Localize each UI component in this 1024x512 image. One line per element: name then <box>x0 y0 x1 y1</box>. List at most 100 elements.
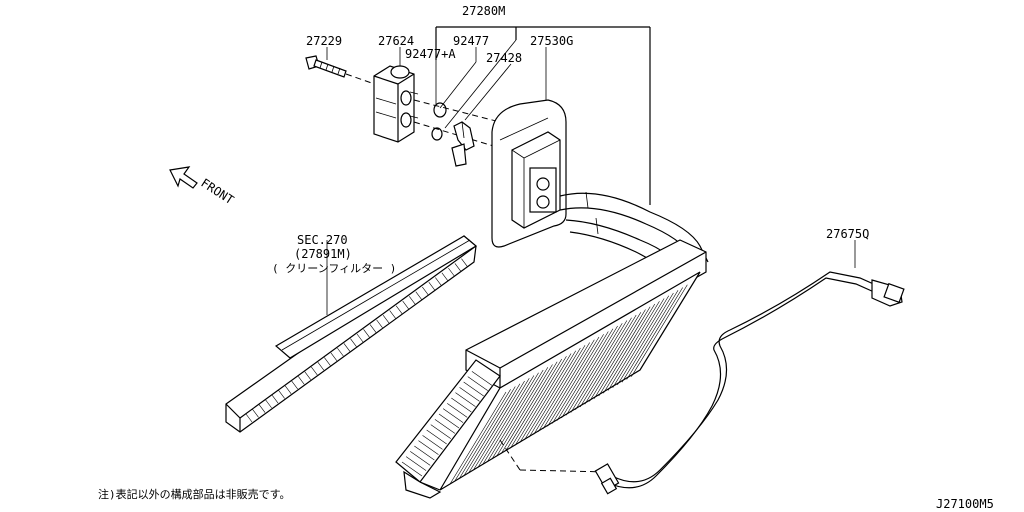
hatch-line <box>461 258 468 267</box>
hatch-line <box>472 378 530 471</box>
hatch-line <box>454 263 462 272</box>
hatch-line <box>401 461 423 477</box>
thermo-sensor <box>594 271 905 495</box>
hatch-line <box>438 413 460 429</box>
evaporator-fins <box>401 284 688 485</box>
hatch-line <box>612 295 670 388</box>
hatch-line <box>505 358 563 452</box>
hatch-line <box>317 362 325 371</box>
hatch-line <box>542 336 600 430</box>
hatch-line <box>496 364 553 457</box>
hatch-line <box>284 385 292 394</box>
hatch-line <box>442 408 464 423</box>
leader-lines <box>326 39 856 315</box>
hatch-line <box>598 303 656 397</box>
hatch-line <box>434 419 456 434</box>
hatch-line <box>491 367 549 460</box>
hatch-line <box>265 399 272 409</box>
hatch-line <box>617 292 674 386</box>
hatch-line <box>405 456 427 471</box>
label-27530G: 27530G <box>530 34 573 48</box>
hatch-line <box>451 397 472 413</box>
hatch-line <box>245 413 253 423</box>
hatch-line <box>471 371 493 386</box>
hatch-line <box>356 333 364 343</box>
hatch-line <box>435 277 442 286</box>
hatch-line <box>428 282 436 291</box>
hatch-line <box>408 296 416 305</box>
label-27624: 27624 <box>378 34 414 48</box>
hatch-line <box>271 394 279 404</box>
hatch-line <box>343 343 351 352</box>
expansion-valve <box>373 65 501 149</box>
hatch-line <box>621 290 679 383</box>
label-clean-filter: ( クリーンフィルター ) <box>272 262 396 275</box>
hatch-line <box>304 371 312 380</box>
hatch-line <box>482 372 539 465</box>
hatch-line <box>570 320 628 413</box>
hatch-line <box>415 291 423 300</box>
hatch-line <box>514 353 572 446</box>
hatch-line <box>561 325 618 419</box>
hatch-line <box>467 376 488 391</box>
pipe-flange-assembly <box>491 99 709 277</box>
hatch-line <box>422 435 443 450</box>
hatch-line <box>579 314 637 408</box>
diagram-id: J27100M5 <box>936 497 994 511</box>
hatch-line <box>389 310 396 319</box>
hatch-line <box>449 391 507 485</box>
hatch-line <box>459 387 480 402</box>
label-27280M: 27280M <box>462 4 505 18</box>
hatch-line <box>337 347 344 357</box>
hatch-line <box>477 375 535 468</box>
hatch-line <box>454 389 511 482</box>
footnote: 注)表記以外の構成部品は非販売です。 <box>98 487 291 501</box>
hatch-line <box>426 429 447 445</box>
hatch-line <box>382 314 390 324</box>
hatch-line <box>278 390 285 399</box>
hatch-line <box>402 300 409 310</box>
hatch-line <box>468 380 525 474</box>
hatch-line <box>258 404 266 413</box>
label-sec-270: SEC.270 <box>297 233 348 247</box>
hatch-line <box>459 386 516 479</box>
assembly-bracket <box>435 26 651 205</box>
clean-filter <box>225 235 478 433</box>
hatch-line <box>414 445 435 461</box>
hatch-line <box>350 338 357 347</box>
bolt <box>305 55 381 87</box>
front-label: FRONT <box>198 176 236 207</box>
hatch-line <box>395 305 403 314</box>
hatch-line <box>556 328 614 421</box>
label-27229: 27229 <box>306 34 342 48</box>
hatch-line <box>510 356 567 449</box>
hatch-line <box>376 319 383 329</box>
hatch-line <box>519 350 577 443</box>
o-ring-lower <box>431 127 443 141</box>
hatch-line <box>410 451 431 466</box>
hatch-line <box>252 409 259 418</box>
label-27428: 27428 <box>486 51 522 65</box>
hatch-line <box>552 331 609 424</box>
hatch-line <box>441 272 449 282</box>
hatch-line <box>430 424 451 439</box>
hatch-line <box>369 324 377 333</box>
hatch-line <box>547 334 604 427</box>
hatch-line <box>565 323 623 416</box>
front-arrow-icon <box>169 166 198 189</box>
hatch-line <box>455 392 476 407</box>
hatch-line <box>324 357 331 366</box>
hatch-line <box>311 366 318 376</box>
hatch-line <box>486 369 544 463</box>
hatch-line <box>528 345 586 438</box>
hatch-line <box>291 380 298 390</box>
hatch-line <box>603 301 660 394</box>
hatch-line <box>589 309 646 402</box>
hatch-line <box>448 267 455 277</box>
label-92477: 92477 <box>453 34 489 48</box>
hatch-line <box>524 347 581 441</box>
hatch-line <box>538 339 595 432</box>
hatch-line <box>626 287 683 380</box>
